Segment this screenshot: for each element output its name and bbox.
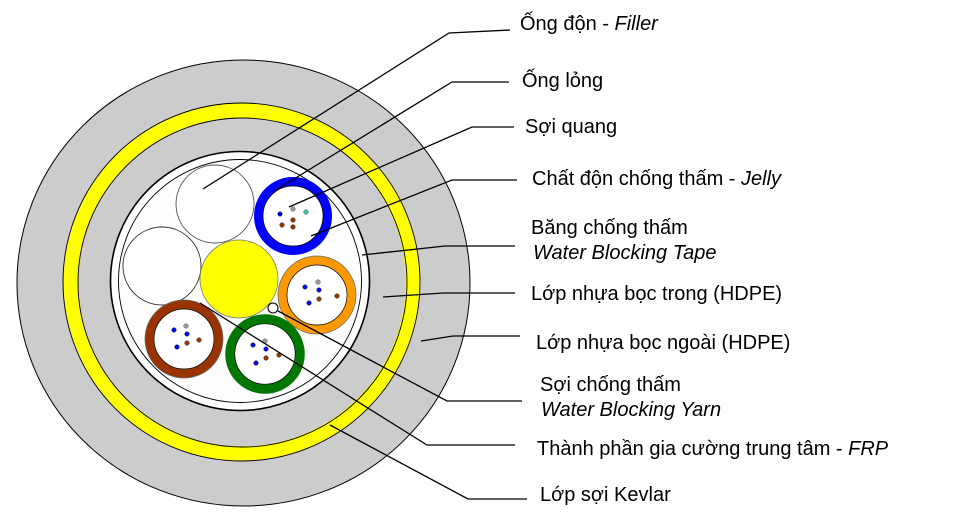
label-jelly: Chất độn chống thấm - Jelly xyxy=(532,168,782,190)
fiber xyxy=(302,284,308,290)
label-fiber: Sợi quang xyxy=(525,116,617,138)
leader-line-fiber xyxy=(288,126,514,208)
fiber xyxy=(290,206,296,212)
loose-tube-orange xyxy=(277,255,357,335)
fiber xyxy=(303,209,309,215)
loose-tube-brown xyxy=(144,299,224,379)
fiber xyxy=(184,340,190,346)
fiber xyxy=(316,296,322,302)
filler-top xyxy=(175,164,255,244)
fiber xyxy=(253,360,259,366)
fibers-orange-tube xyxy=(302,279,340,306)
fiber xyxy=(174,344,180,350)
fiber xyxy=(184,331,190,337)
fiber xyxy=(171,327,177,333)
fiber xyxy=(263,346,269,352)
water-blocking-yarn xyxy=(267,302,279,314)
fiber xyxy=(277,211,283,217)
leader-line-frp xyxy=(199,302,515,446)
label-tape-en: Water Blocking Tape xyxy=(533,242,716,264)
fiber xyxy=(315,279,321,285)
label-yarn-en: Water Blocking Yarn xyxy=(541,399,721,421)
leader-line-outer-hdpe xyxy=(420,335,520,342)
leader-line-jelly xyxy=(310,179,517,237)
fibers-green-tube xyxy=(250,338,282,366)
fiber xyxy=(279,222,285,228)
label-outer-hdpe: Lớp nhựa bọc ngoài (HDPE) xyxy=(536,332,790,354)
filler-left xyxy=(122,226,202,306)
label-loose-tube: Ống lỏng xyxy=(522,68,603,92)
label-tape: Băng chống thấm xyxy=(531,217,688,239)
fiber xyxy=(183,323,189,329)
fiber xyxy=(306,300,312,306)
kevlar-inner-edge xyxy=(77,117,408,448)
fiber xyxy=(196,337,202,343)
leader-line-loose-tube xyxy=(275,81,509,191)
leader-line-tape xyxy=(361,245,515,256)
leader-line-kevlar xyxy=(329,424,527,500)
label-frp: Thành phần gia cường trung tâm - FRP xyxy=(537,438,889,460)
loose-tube-green xyxy=(225,314,305,394)
fiber xyxy=(290,217,296,223)
fiber xyxy=(334,293,340,299)
central-frp xyxy=(199,239,279,319)
leader-line-inner-hdpe xyxy=(382,292,515,298)
fiber xyxy=(316,287,322,293)
label-inner-hdpe: Lớp nhựa bọc trong (HDPE) xyxy=(531,283,782,305)
leader-line-yarn xyxy=(277,310,522,402)
fiber xyxy=(263,355,269,361)
fiber xyxy=(290,224,296,230)
leader-line-filler xyxy=(202,29,511,190)
loose-tube-blue xyxy=(254,177,332,255)
fibers-brown-tube xyxy=(171,323,202,350)
fibers-blue-tube xyxy=(277,206,309,230)
label-filler: Ống độn - Filler xyxy=(520,11,659,35)
label-yarn: Sợi chống thấm xyxy=(540,374,681,396)
label-kevlar: Lớp sợi Kevlar xyxy=(540,484,671,506)
kevlar-layer xyxy=(63,103,421,461)
kevlar-outer-edge xyxy=(62,102,421,462)
fiber xyxy=(250,342,256,348)
